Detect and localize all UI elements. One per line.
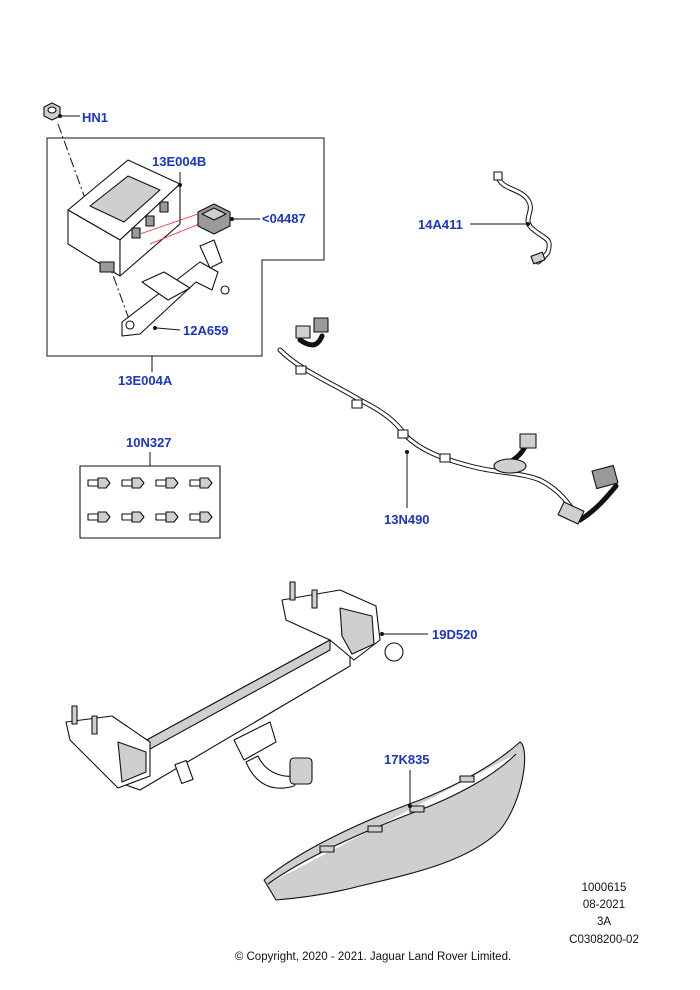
bolt-row-2 xyxy=(87,511,213,523)
bolts-10n327[interactable] xyxy=(79,452,221,539)
callout-12a659[interactable]: 12A659 xyxy=(183,323,229,338)
cover-17k835[interactable] xyxy=(263,741,526,901)
control-module[interactable] xyxy=(67,159,182,277)
revision-code: 3A xyxy=(597,916,611,928)
callout-04487[interactable]: <04487 xyxy=(262,211,306,226)
callout-13n490[interactable]: 13N490 xyxy=(384,512,430,527)
harness-13n490[interactable] xyxy=(277,317,619,525)
callout-hn1[interactable]: HN1 xyxy=(82,110,108,125)
callout-17k835[interactable]: 17K835 xyxy=(384,752,430,767)
bolt-row-1 xyxy=(87,477,213,489)
copyright-notice: © Copyright, 2020 - 2021. Jaguar Land Ro… xyxy=(235,951,511,963)
towbar-19d520[interactable] xyxy=(65,581,428,791)
nut-hn1[interactable] xyxy=(43,102,80,121)
catalog-code: C0308200-02 xyxy=(569,934,639,946)
connector-pointer-1 xyxy=(149,221,205,245)
bracket-12a659[interactable] xyxy=(121,239,230,337)
module-assembly-group xyxy=(43,102,325,372)
callout-14a411[interactable]: 14A411 xyxy=(418,217,463,232)
callout-13e004b[interactable]: 13E004B xyxy=(152,154,206,169)
assembly-outline xyxy=(46,137,325,357)
revision-date: 08-2021 xyxy=(583,899,625,911)
harness-14a411[interactable] xyxy=(470,171,552,265)
alignment-line xyxy=(57,123,131,323)
connector-04487[interactable] xyxy=(197,203,260,235)
ref-number: 1000615 xyxy=(582,882,627,894)
callout-19d520[interactable]: 19D520 xyxy=(432,627,478,642)
connector-pointer-2 xyxy=(139,213,199,235)
callout-13e004a[interactable]: 13E004A xyxy=(118,373,173,388)
callout-10n327[interactable]: 10N327 xyxy=(126,435,172,450)
